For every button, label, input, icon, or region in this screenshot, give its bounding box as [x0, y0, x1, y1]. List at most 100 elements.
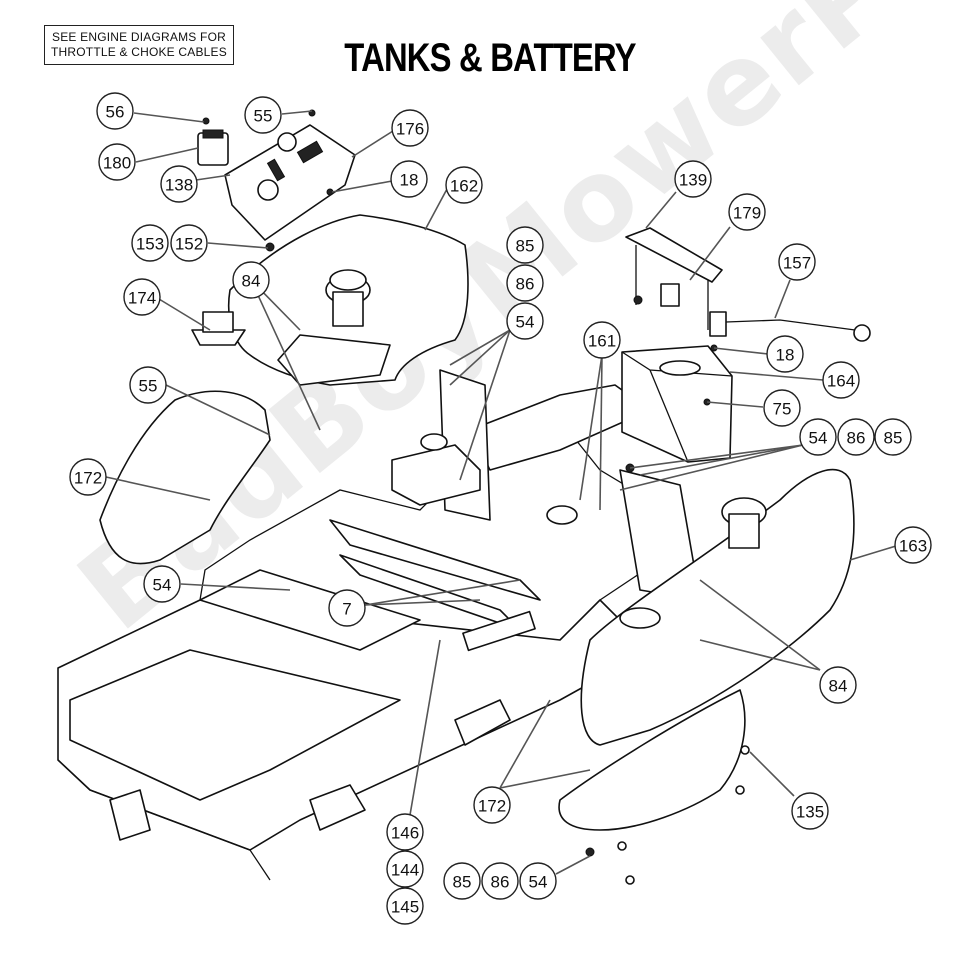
- callout-label: 85: [453, 873, 472, 892]
- control-panel: [224, 124, 356, 241]
- callout-circle: [443, 862, 481, 900]
- callout-label: 55: [139, 377, 158, 396]
- callout-circle: [386, 850, 424, 888]
- vent-valve-body: [202, 311, 234, 333]
- callout-label: 139: [679, 171, 707, 190]
- cable-note: SEE ENGINE DIAGRAMS FOR THROTTLE & CHOKE…: [44, 25, 234, 65]
- battery-handle: [659, 360, 701, 376]
- callout-circle: [728, 193, 766, 231]
- cable-note-line-2: THROTTLE & CHOKE CABLES: [51, 45, 227, 59]
- callout-circle: [98, 143, 136, 181]
- callout-label: 174: [128, 289, 156, 308]
- callout-circle: [791, 792, 829, 830]
- callout-balloon-135: 135: [791, 792, 829, 830]
- callout-label: 180: [103, 154, 131, 173]
- callout-balloon-56: 56: [96, 92, 134, 130]
- callout-balloon-54: 54: [506, 302, 544, 340]
- callout-label: 18: [400, 171, 419, 190]
- callout-circle: [96, 92, 134, 130]
- right-fuel-tank: [580, 468, 855, 746]
- callout-circle: [819, 666, 857, 704]
- callout-label: 145: [391, 898, 419, 917]
- callout-circle: [799, 418, 837, 456]
- choke-lever: [266, 158, 286, 182]
- callout-balloon-172: 172: [69, 458, 107, 496]
- callout-balloon-174: 174: [123, 278, 161, 316]
- battery-cable-terminal: [853, 324, 871, 342]
- callout-circle: [232, 261, 270, 299]
- battery-hold-down: [625, 227, 723, 283]
- callout-label: 85: [884, 429, 903, 448]
- callout-label: 152: [175, 235, 203, 254]
- callout-label: 7: [342, 600, 351, 619]
- overflow-bottle: [391, 444, 481, 506]
- callout-balloon-144: 144: [386, 850, 424, 888]
- callout-label: 162: [450, 177, 478, 196]
- callout-circle: [170, 224, 208, 262]
- callout-balloon-145: 145: [386, 887, 424, 925]
- callout-label: 56: [106, 103, 125, 122]
- battery-front-edge: [649, 369, 689, 463]
- callout-circle: [123, 278, 161, 316]
- callout-balloon-176: 176: [391, 109, 429, 147]
- bolt-54-bottom: [585, 847, 595, 857]
- fuel-line-spring: [462, 610, 536, 652]
- callout-label: 144: [391, 861, 419, 880]
- hour-meter: [296, 140, 324, 164]
- right-tank-vent-valve: [619, 607, 661, 629]
- callout-circle: [391, 109, 429, 147]
- callout-label: 84: [829, 677, 848, 696]
- grommet-135-b: [735, 785, 745, 795]
- callout-label: 146: [391, 824, 419, 843]
- callout-label: 163: [899, 537, 927, 556]
- callout-circle: [766, 335, 804, 373]
- callout-label: 54: [529, 873, 548, 892]
- callout-circle: [519, 862, 557, 900]
- callout-label: 84: [242, 272, 261, 291]
- overflow-cap: [420, 433, 448, 451]
- callout-balloon-7: 7: [328, 589, 366, 627]
- callout-balloon-18: 18: [766, 335, 804, 373]
- leader-lines: [105, 110, 897, 875]
- callout-balloon-86: 86: [481, 862, 519, 900]
- callout-label: 54: [153, 576, 172, 595]
- callout-circle: [386, 887, 424, 925]
- grommet-135-d: [625, 875, 635, 885]
- chassis-floor-pan: [69, 649, 401, 801]
- grommet-135-a: [740, 745, 750, 755]
- callout-circle: [129, 366, 167, 404]
- callout-label: 86: [491, 873, 510, 892]
- callout-balloon-139: 139: [674, 160, 712, 198]
- callout-balloon-54: 54: [143, 565, 181, 603]
- deck-mount-bracket-left: [109, 789, 151, 841]
- left-tank-lower-shell: [99, 390, 271, 565]
- callout-balloon-157: 157: [778, 243, 816, 281]
- throttle-knob: [277, 132, 297, 152]
- hold-down-nut: [633, 295, 643, 305]
- callout-balloon-54: 54: [799, 418, 837, 456]
- seat-rail: [329, 519, 541, 601]
- ignition-key-knob: [257, 179, 279, 201]
- callout-circle: [131, 224, 169, 262]
- callout-balloon-180: 180: [98, 143, 136, 181]
- callout-balloon-18: 18: [390, 160, 428, 198]
- callout-circle: [160, 165, 198, 203]
- callout-circle: [69, 458, 107, 496]
- callout-balloon-84: 84: [819, 666, 857, 704]
- callout-label: 161: [588, 332, 616, 351]
- fastener-152: [265, 242, 275, 252]
- nut-56: [202, 117, 210, 125]
- callout-label: 172: [74, 469, 102, 488]
- left-tank-base: [277, 334, 391, 386]
- callout-label: 86: [847, 429, 866, 448]
- fuse-holder: [709, 311, 727, 337]
- parts-layer: [57, 109, 871, 885]
- callout-balloon-164: 164: [822, 361, 860, 399]
- battery-cable: [725, 319, 856, 331]
- callout-balloon-146: 146: [386, 813, 424, 851]
- callout-balloon-84: 84: [232, 261, 270, 299]
- callout-label: 86: [516, 275, 535, 294]
- deck-mount-bracket-right: [309, 784, 366, 831]
- chassis-edge-line: [57, 759, 271, 881]
